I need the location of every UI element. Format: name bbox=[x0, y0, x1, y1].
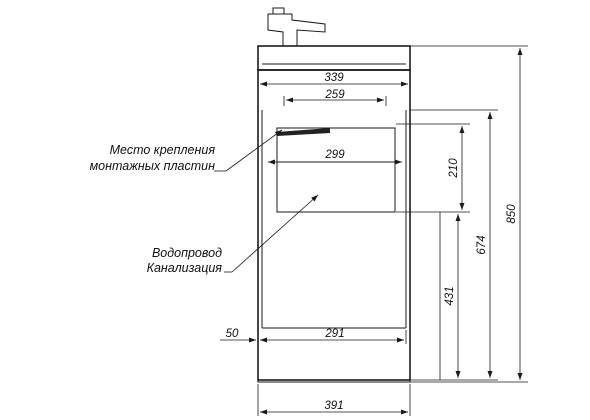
dim-291: 291 bbox=[257, 328, 407, 344]
washbasin bbox=[257, 45, 411, 71]
dim-299-label: 299 bbox=[324, 149, 345, 161]
dim-339-label: 339 bbox=[324, 72, 344, 84]
dim-850: 850 bbox=[410, 45, 528, 383]
mounting-note-line2: монтажных пластин bbox=[90, 159, 216, 173]
dim-391: 391 bbox=[257, 384, 411, 416]
dim-339: 339 bbox=[257, 72, 411, 88]
dim-210: 210 bbox=[396, 123, 470, 213]
dim-259-label: 259 bbox=[324, 89, 345, 101]
dim-291-label: 291 bbox=[324, 328, 344, 340]
pipes-area bbox=[276, 161, 396, 213]
pipes-note-line1: Водопровод bbox=[152, 246, 222, 260]
dim-674-label: 674 bbox=[476, 235, 488, 254]
dim-674: 674 bbox=[410, 109, 498, 381]
dim-299: 299 bbox=[268, 147, 402, 165]
mounting-note: Место крепления монтажных пластин bbox=[90, 129, 283, 173]
plinth bbox=[257, 379, 411, 383]
faucet-icon bbox=[267, 7, 326, 47]
dim-210-label: 210 bbox=[448, 158, 460, 179]
dim-259: 259 bbox=[283, 89, 387, 106]
pipes-note-line2: Канализация bbox=[147, 261, 223, 275]
dim-50-label: 50 bbox=[226, 328, 239, 340]
dim-431-label: 431 bbox=[444, 286, 456, 305]
dim-391-label: 391 bbox=[324, 400, 343, 412]
pipes-note: Водопровод Канализация bbox=[147, 194, 319, 275]
mounting-note-line1: Место крепления bbox=[110, 143, 216, 157]
dim-431: 431 bbox=[439, 212, 461, 380]
dim-50: 50 bbox=[220, 328, 256, 343]
dim-850-label: 850 bbox=[506, 204, 518, 224]
